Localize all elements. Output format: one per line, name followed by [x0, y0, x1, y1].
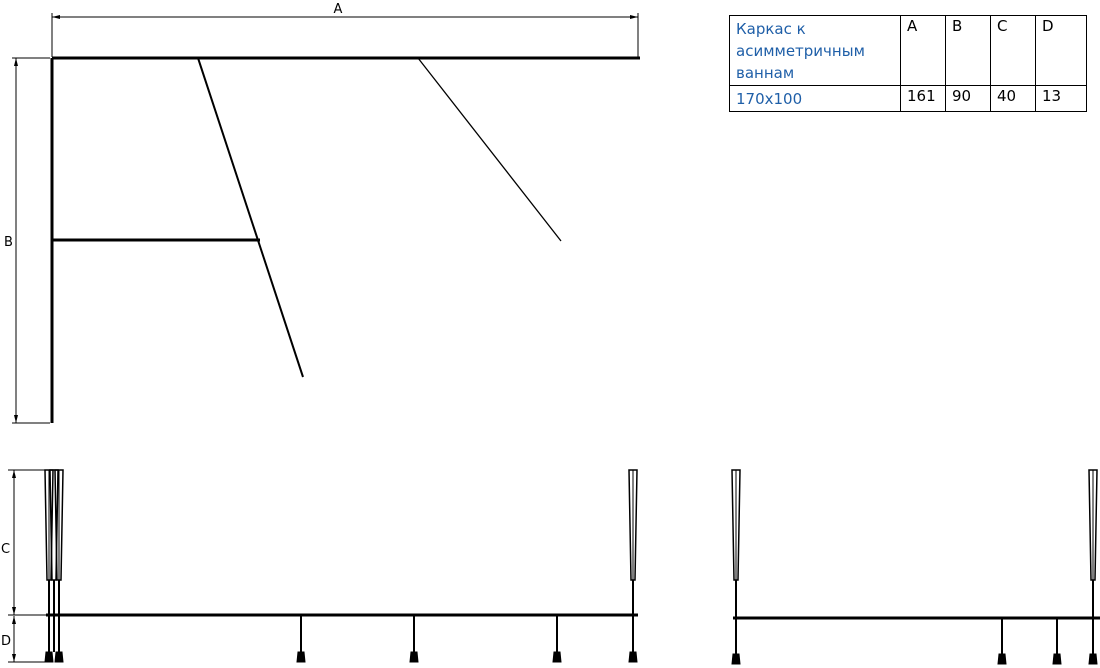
table-cell-c: 40	[990, 85, 1036, 112]
dimensions-table: Каркас к асимметричным ваннам A B C D 17…	[729, 15, 1087, 112]
side-right-post	[1088, 469, 1098, 581]
side-short-leg-1	[997, 618, 1007, 665]
dim-b-label: B	[4, 235, 13, 250]
front-view	[8, 469, 638, 663]
front-left-post-group	[44, 469, 64, 663]
side-right-foot	[1088, 653, 1098, 665]
table-row-name: 170x100	[729, 85, 901, 112]
side-left-foot	[731, 653, 741, 665]
table-row: 170x100 161 90 40 13	[729, 85, 1087, 112]
side-short-leg-2	[1052, 618, 1062, 665]
table-header-name: Каркас к асимметричным ваннам	[729, 15, 901, 86]
front-left-foot-1	[44, 651, 54, 663]
dim-a-label: A	[334, 2, 343, 17]
dim-a-arrow-right	[630, 15, 638, 19]
front-right-post	[628, 469, 638, 581]
dim-d-arrow-top	[12, 616, 16, 624]
side-left-post-group	[731, 469, 741, 665]
side-left-post	[731, 469, 741, 581]
dim-d-label: D	[1, 634, 11, 649]
front-short-leg-1	[296, 615, 306, 663]
side-view	[731, 469, 1100, 665]
dim-b-arrow-top	[14, 58, 18, 66]
table-cell-d: 13	[1035, 85, 1087, 112]
front-right-post-group	[628, 469, 638, 663]
table-cell-a: 161	[900, 85, 946, 112]
front-short-leg-2	[409, 615, 419, 663]
table-header-b: B	[945, 15, 991, 86]
dim-c-label: C	[1, 542, 10, 557]
diagonal-leg-left	[197, 57, 304, 378]
dim-d-arrow-bottom	[12, 654, 16, 662]
diagonal-leg-right	[417, 57, 562, 242]
front-left-post-3	[54, 469, 64, 581]
table-header-a: A	[900, 15, 946, 86]
dim-c-arrow-top	[12, 470, 16, 478]
table-cell-b: 90	[945, 85, 991, 112]
side-right-post-group	[1088, 469, 1098, 665]
top-view	[12, 13, 640, 424]
front-short-leg-3	[552, 615, 562, 663]
dim-b-arrow-bottom	[14, 415, 18, 423]
front-right-foot	[628, 651, 638, 663]
table-header-row: Каркас к асимметричным ваннам A B C D	[729, 15, 1087, 86]
table-header-d: D	[1035, 15, 1087, 86]
table-header-c: C	[990, 15, 1036, 86]
dim-a-arrow-left	[52, 15, 60, 19]
front-left-foot-2	[54, 651, 64, 663]
dim-c-arrow-bottom	[12, 607, 16, 615]
